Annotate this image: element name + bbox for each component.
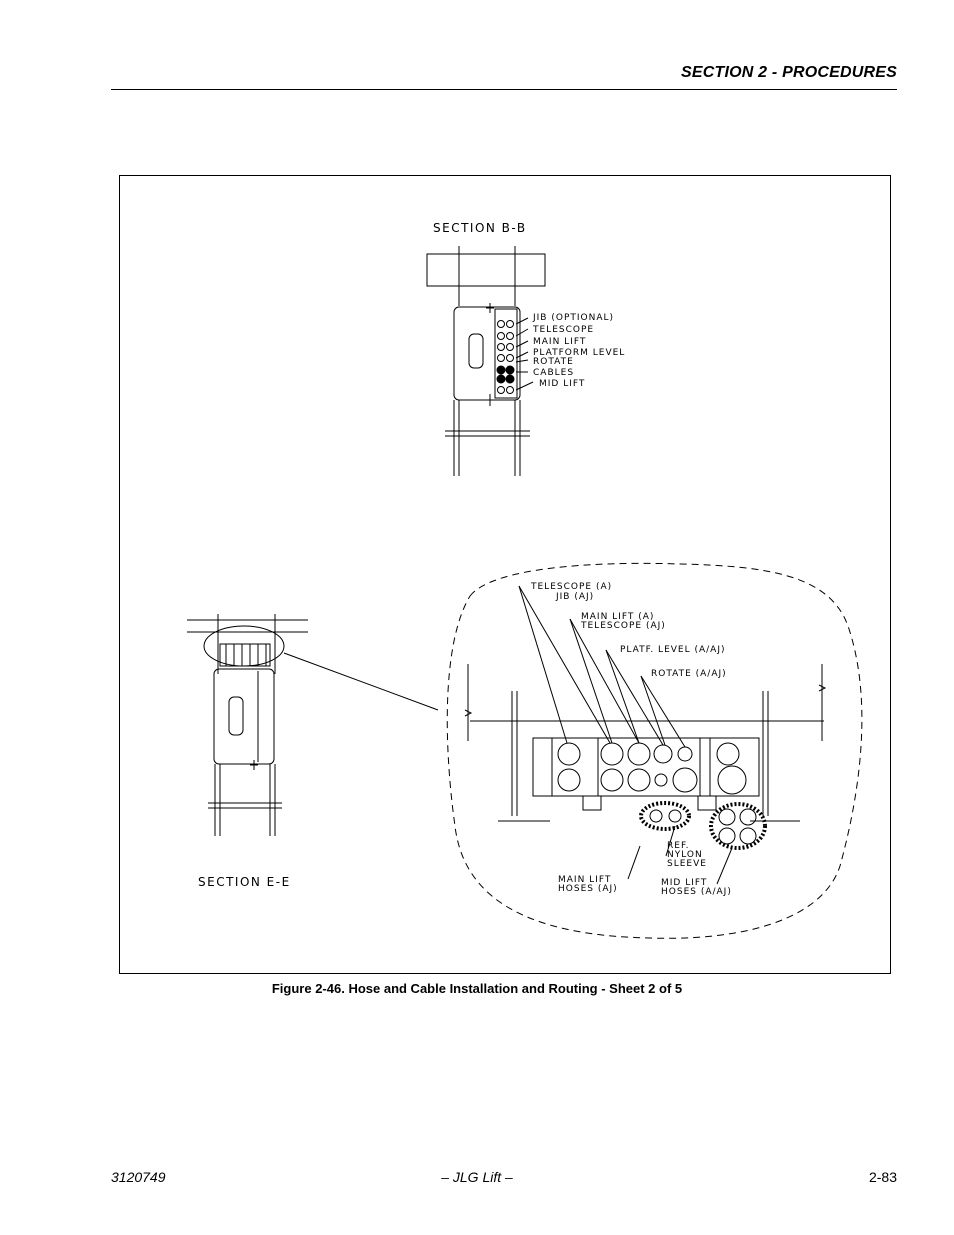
- label-main-lift-hoses-1: MAIN LIFT: [558, 875, 611, 885]
- publisher-label: – JLG Lift –: [441, 1169, 513, 1185]
- label-nylon: NYLON: [667, 850, 703, 860]
- label-mid-lift-hoses-2: HOSES (A/AJ): [661, 887, 732, 897]
- section-bb-title: SECTION B-B: [433, 221, 527, 235]
- label-cables: CABLES: [533, 368, 574, 378]
- figure-frame: SECTION B-B: [119, 175, 891, 974]
- label-jib-aj: JIB (AJ): [555, 592, 594, 602]
- label-ref: REF.: [667, 841, 690, 851]
- label-rotate: ROTATE: [533, 357, 574, 367]
- label-main-lift-hoses-2: HOSES (AJ): [558, 884, 618, 894]
- figure-caption: Figure 2-46. Hose and Cable Installation…: [271, 981, 683, 996]
- document-number: 3120749: [111, 1169, 166, 1185]
- label-telescope-aj: TELESCOPE (AJ): [580, 621, 666, 631]
- label-jib-optional: JIB (OPTIONAL): [532, 313, 614, 323]
- section-ee-title: SECTION E-E: [198, 875, 291, 889]
- label-mid-lift-hoses-1: MID LIFT: [661, 878, 707, 888]
- section-ee-drawing: SECTION E-E: [187, 614, 439, 889]
- label-telescope: TELESCOPE: [532, 325, 594, 335]
- section-header: SECTION 2 - PROCEDURES: [681, 64, 897, 81]
- hose-routing-drawing: SECTION B-B: [187, 221, 863, 939]
- detail-labels: TELESCOPE (A) JIB (AJ) MAIN LIFT (A) TEL…: [530, 582, 732, 897]
- label-main-lift-a: MAIN LIFT (A): [581, 612, 654, 622]
- label-main-lift: MAIN LIFT: [533, 337, 586, 347]
- page-number: 2-83: [868, 1169, 897, 1185]
- section-bb-drawing: SECTION B-B: [426, 221, 546, 476]
- label-platf-level: PLATF. LEVEL (A/AJ): [620, 645, 726, 655]
- label-mid-lift: MID LIFT: [539, 379, 585, 389]
- label-rotate-aj: ROTATE (A/AJ): [651, 669, 727, 679]
- label-platform-level: PLATFORM LEVEL: [533, 348, 625, 358]
- detail-callout: [446, 562, 863, 939]
- label-sleeve: SLEEVE: [667, 859, 707, 869]
- section-bb-labels: JIB (OPTIONAL) TELESCOPE MAIN LIFT PLATF…: [532, 313, 625, 389]
- header-rule: [111, 89, 897, 90]
- label-telescope-a: TELESCOPE (A): [530, 582, 612, 592]
